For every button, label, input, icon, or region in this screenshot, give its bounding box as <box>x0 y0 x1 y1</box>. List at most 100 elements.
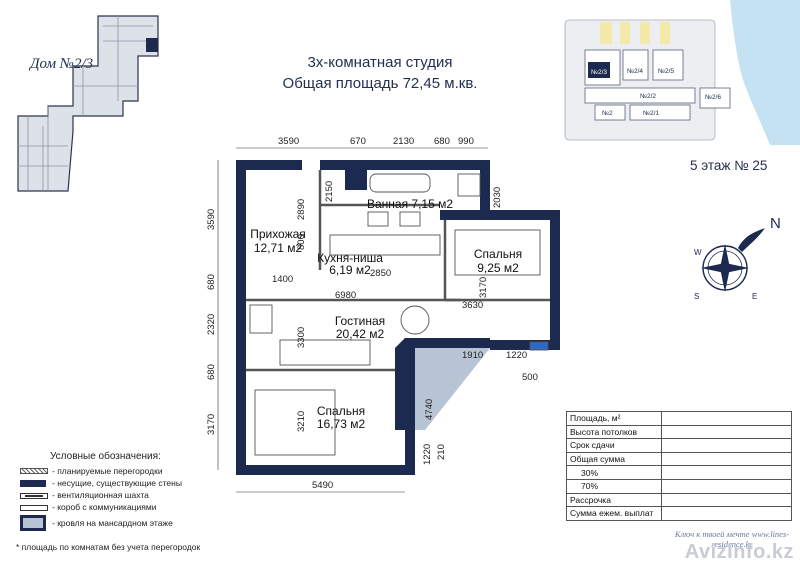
legend-swatch-wall <box>20 480 46 487</box>
dim-inner-6980: 6980 <box>335 290 356 301</box>
site-label-21: №2/1 <box>643 110 659 117</box>
legend-swatch-roof <box>20 515 46 531</box>
site-label-24: №2/4 <box>627 68 643 75</box>
room-bath: Ванная 7,15 м2 <box>367 197 453 211</box>
info-value <box>661 506 792 521</box>
title-line2: Общая площадь 72,45 м.кв. <box>282 75 478 92</box>
page-title: 3х-комнатная студия Общая площадь 72,45 … <box>230 52 530 94</box>
dim-inner-2150: 2150 <box>324 181 335 202</box>
info-label: Площадь, м² <box>566 411 662 426</box>
legend-swatch-partition <box>20 468 48 474</box>
legend-item-box: - короб с коммуникациями <box>52 502 157 512</box>
legend-title: Условные обозначения: <box>50 451 161 462</box>
legend-item-roof: - кровля на мансардном этаже <box>52 518 173 528</box>
table-row: Срок сдачи <box>566 438 792 453</box>
building-outline <box>17 15 159 192</box>
room-living-name: Гостиная <box>335 314 385 328</box>
room-living-area: 20,42 м2 <box>336 327 385 341</box>
watermark: AvizInfo.kz <box>684 541 794 563</box>
dim-left-5: 3170 <box>206 414 217 435</box>
table-row: Высота потолков <box>566 424 792 440</box>
info-label: Рассрочка <box>566 492 662 508</box>
info-value <box>661 492 792 508</box>
legend-item-partition: - планируемые перегородки <box>52 466 163 476</box>
info-value <box>661 451 792 467</box>
compass-e: E <box>752 292 757 301</box>
site-label-25: №2/5 <box>658 68 674 75</box>
dim-top-4: 680 <box>434 136 450 147</box>
info-label: Сумма ежем. выплат <box>566 506 662 521</box>
dim-bottom: 5490 <box>312 480 333 491</box>
dim-inner-3630: 3630 <box>462 300 483 311</box>
table-row: Площадь, м² <box>566 411 792 426</box>
dim-inner-2030: 2030 <box>492 187 503 208</box>
info-value <box>661 478 792 494</box>
apartment-marker <box>146 38 158 52</box>
room-kitchen-name: Кухня-ниша <box>317 251 383 265</box>
info-value <box>661 438 792 453</box>
site-plan: №2/3 №2/4 №2/5 №2/2 №2/6 №2 №2/1 <box>564 0 800 145</box>
house-label: Дом №2/3 <box>30 56 94 72</box>
dim-inner-3210: 3210 <box>296 411 307 432</box>
info-label: 30% <box>566 465 662 480</box>
room-hall-area: 12,71 м2 <box>254 241 303 255</box>
info-value <box>661 424 792 440</box>
room-bedroom2-name: Спальня <box>317 404 365 418</box>
legend: - планируемые перегородки - несущие, сущ… <box>0 466 220 536</box>
table-row: 70% <box>566 478 792 494</box>
dim-top-2: 670 <box>350 136 366 147</box>
info-label: 70% <box>566 478 662 494</box>
dim-left-1: 3590 <box>206 209 217 230</box>
dim-inner-1220a: 1220 <box>506 350 527 361</box>
legend-swatch-vent <box>20 493 48 499</box>
dim-left-4: 680 <box>206 364 217 380</box>
dim-inner-1910: 1910 <box>462 350 483 361</box>
floor-plan: 3590 670 2130 680 990 5490 3590 680 2320… <box>206 136 560 493</box>
load-bearing-walls <box>236 160 560 475</box>
site-label-26: №2/6 <box>705 94 721 101</box>
compass-s: S <box>694 292 699 301</box>
dim-inner-4740: 4740 <box>424 399 435 420</box>
info-label: Высота потолков <box>566 424 662 440</box>
info-table: Площадь, м² Высота потолков Срок сдачи О… <box>566 411 792 521</box>
table-row: 30% <box>566 465 792 480</box>
info-value <box>661 465 792 480</box>
info-value <box>661 411 792 426</box>
floor-label: 5 этаж № 25 <box>690 158 768 173</box>
footnote: * площадь по комнатам без учета перегоро… <box>16 542 201 552</box>
dim-inner-1220b: 1220 <box>422 444 433 465</box>
dim-top-5: 990 <box>458 136 474 147</box>
slogan: Ключ к твоей мечте www.lines-residence.k… <box>674 529 790 549</box>
compass: N W S E <box>694 215 781 301</box>
dim-inner-800: 800 <box>296 234 307 250</box>
room-bedroom1-name: Спальня <box>474 247 522 261</box>
room-kitchen-area: 6,19 м2 <box>329 263 371 277</box>
dim-left-3: 2320 <box>206 314 217 335</box>
table-row: Рассрочка <box>566 492 792 508</box>
room-bedroom2-area: 16,73 м2 <box>317 417 366 431</box>
fixtures <box>249 173 549 456</box>
table-row: Сумма ежем. выплат <box>566 506 792 521</box>
info-label: Срок сдачи <box>566 438 662 453</box>
legend-item-vent: - вентиляционная шахта <box>52 490 149 500</box>
legend-item-wall: - несущие, существующие стены <box>52 478 182 488</box>
dim-top-3: 2130 <box>393 136 414 147</box>
room-hall-name: Прихожая <box>250 227 306 241</box>
partitions <box>246 170 550 372</box>
info-label: Общая сумма <box>566 451 662 467</box>
legend-swatch-box <box>20 505 48 511</box>
table-row: Общая сумма <box>566 451 792 467</box>
dim-inner-2850: 2850 <box>370 268 391 279</box>
dim-inner-3170: 3170 <box>478 277 489 298</box>
roof-area <box>415 348 490 430</box>
title-line1: 3х-комнатная студия <box>307 54 453 71</box>
compass-n: N <box>770 215 781 232</box>
dim-inner-500: 500 <box>522 372 538 383</box>
compass-w: W <box>694 248 702 257</box>
dim-left-2: 680 <box>206 274 217 290</box>
dim-inner-3300: 3300 <box>296 327 307 348</box>
dim-top-1: 3590 <box>278 136 299 147</box>
dim-inner-2890: 2890 <box>296 199 307 220</box>
dim-inner-1400: 1400 <box>272 274 293 285</box>
site-label-23: №2/3 <box>591 69 607 76</box>
